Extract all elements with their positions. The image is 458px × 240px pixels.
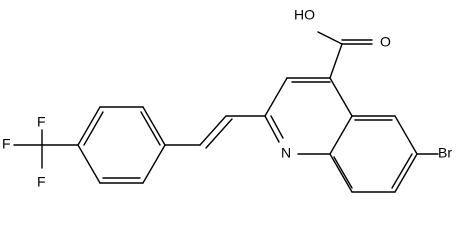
bond-c4-cooh bbox=[329, 43, 343, 79]
bond-c6-c7-inner bbox=[391, 153, 413, 189]
bond-ph4-ph5 bbox=[77, 144, 101, 184]
bond-c8-c8a-inner bbox=[333, 156, 353, 189]
bond-c8-c8a bbox=[329, 153, 353, 193]
bond-ph1-ph2-inner bbox=[140, 111, 161, 146]
bond-c2-n1 bbox=[264, 115, 280, 143]
fluorine-bottom-label: F bbox=[37, 174, 46, 190]
bond-c3-c2 bbox=[264, 77, 288, 117]
bond-c2-n1-inner bbox=[270, 115, 284, 139]
bond-c5-c6 bbox=[394, 115, 418, 155]
nitrogen-label: N bbox=[281, 145, 291, 161]
fluorine-left-label: F bbox=[2, 136, 11, 152]
bond-c-oh bbox=[317, 31, 343, 45]
bond-ph1-ph2 bbox=[142, 106, 166, 146]
bond-vinyl-double bbox=[199, 115, 227, 146]
chemical-structure-diagram: HO O N Br F F F bbox=[2, 7, 452, 193]
bond-vinyl-double-inner bbox=[205, 118, 233, 149]
bond-ph3-ph4 bbox=[77, 106, 101, 146]
bond-c8a-c4a bbox=[329, 115, 353, 155]
bond-c4a-c4 bbox=[329, 77, 353, 117]
bond-ph3-ph4-inner bbox=[83, 111, 104, 146]
fluorine-top-label: F bbox=[37, 114, 46, 130]
hydroxyl-label: HO bbox=[294, 7, 315, 23]
bond-ph6-ph1 bbox=[142, 144, 166, 184]
bond-c6-c7 bbox=[394, 153, 418, 193]
carbonyl-oxygen-label: O bbox=[380, 34, 391, 50]
bromine-label: Br bbox=[438, 145, 452, 161]
